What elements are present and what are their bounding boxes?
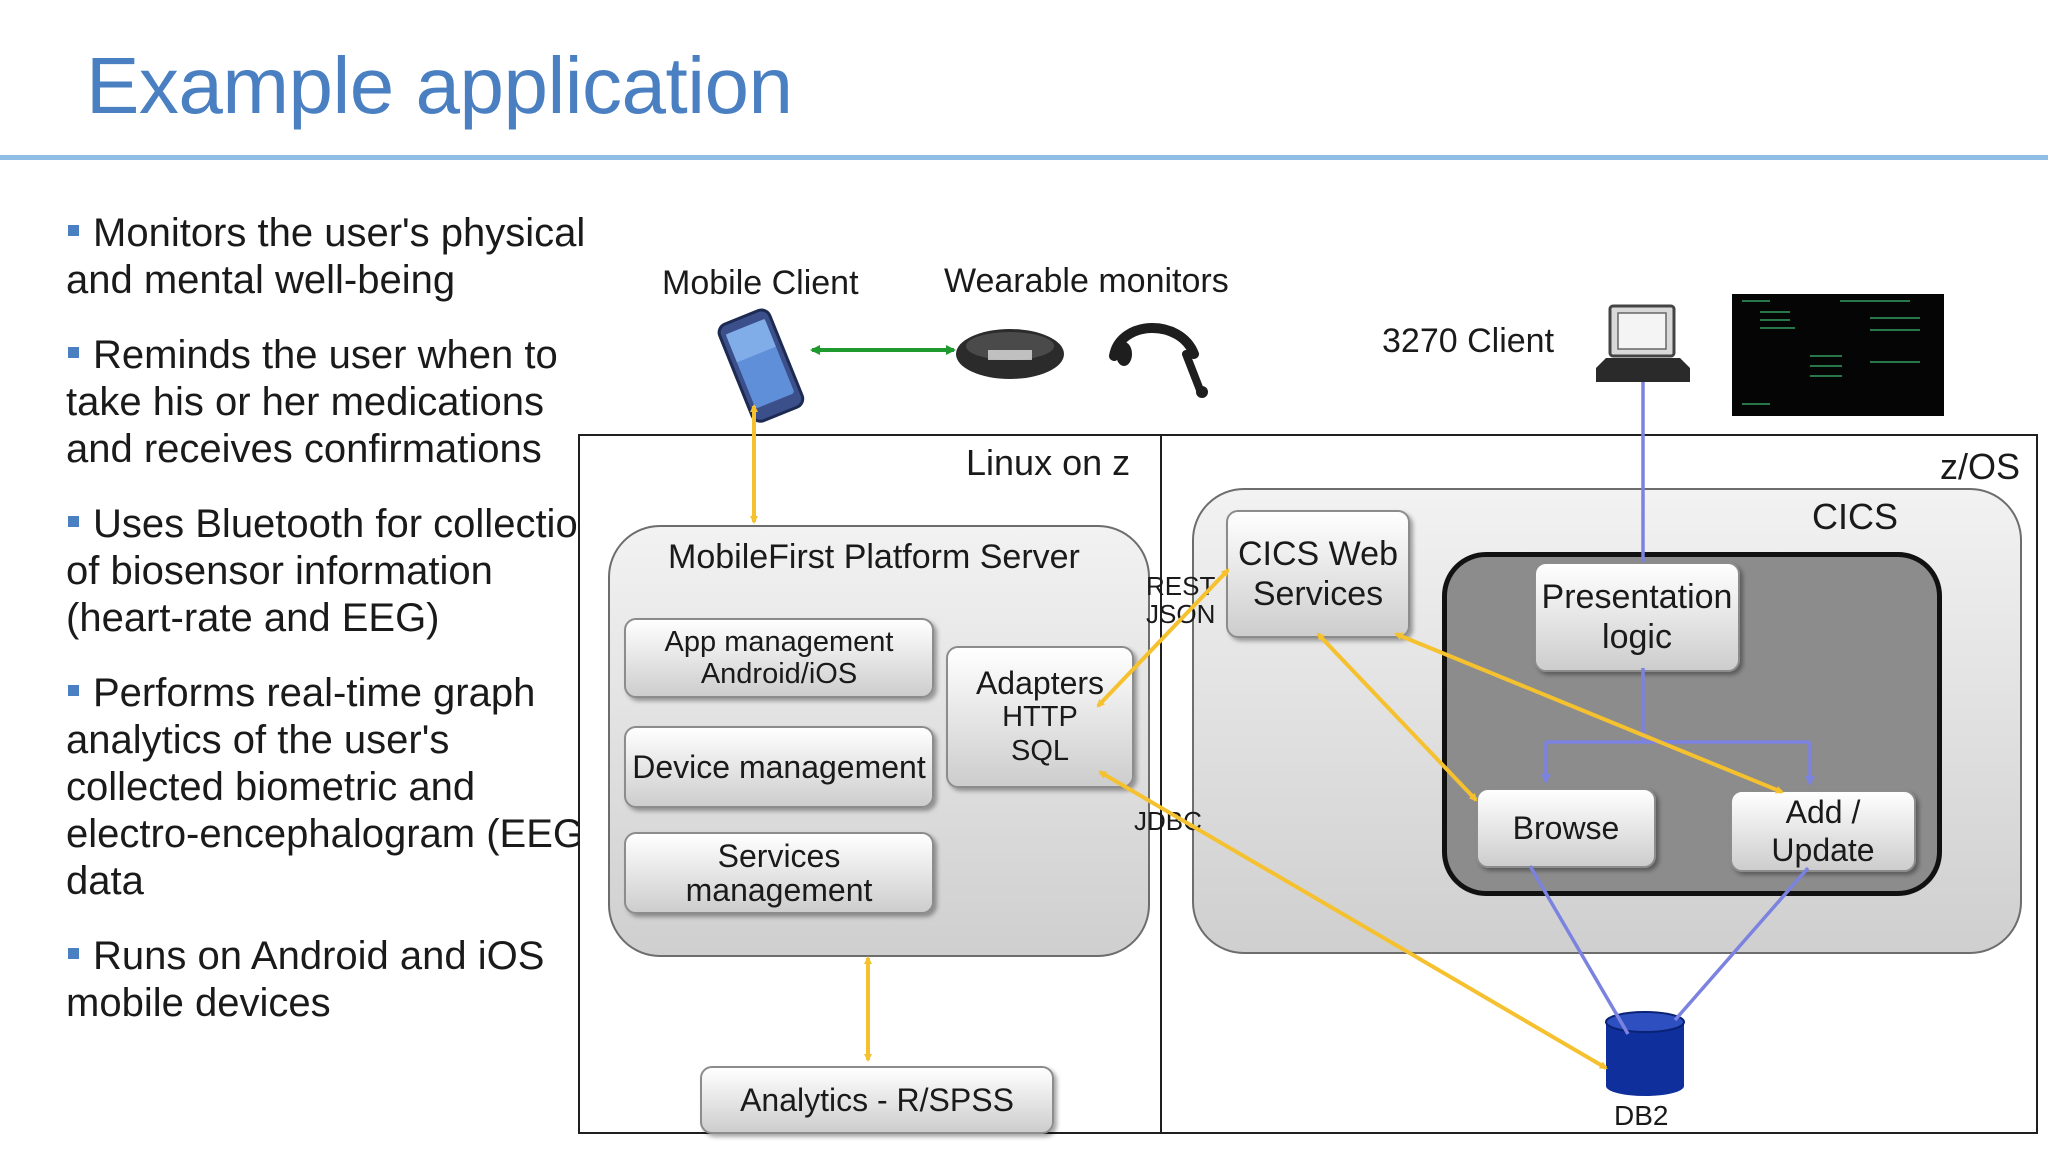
adapters-sql: SQL (1010, 735, 1070, 767)
bullet-square-icon (68, 516, 79, 528)
bullet-item: Monitors the user's physical and mental … (66, 210, 606, 304)
bullet-text: Reminds the user when to take his or her… (66, 333, 558, 471)
smartphone-icon (717, 308, 805, 423)
db2-database-icon (1605, 1011, 1685, 1096)
cics-label: CICS (1812, 496, 1899, 537)
app-management-box: App management Android/iOS (624, 618, 934, 698)
slide-title: Example application (86, 41, 793, 130)
title-divider (0, 155, 2048, 160)
bullet-square-icon (68, 685, 79, 697)
device-management-box: Device management (624, 726, 934, 808)
services-management-box: Services management (624, 832, 934, 914)
bullet-text: Uses Bluetooth for collection of biosens… (66, 502, 600, 640)
bullet-item: Reminds the user when to take his or her… (66, 332, 606, 473)
mobile-client-label: Mobile Client (662, 264, 859, 302)
bullet-item: Uses Bluetooth for collection of biosens… (66, 501, 606, 642)
bullet-item: Performs real-time graph analytics of th… (66, 670, 606, 905)
bullet-square-icon (68, 948, 79, 960)
heart-rate-monitor-icon (956, 329, 1064, 379)
mobilefirst-server-label: MobileFirst Platform Server (668, 538, 1080, 576)
eeg-headset-icon (1109, 323, 1208, 398)
bullet-square-icon (68, 347, 79, 359)
zos-label: z/OS (1940, 446, 2021, 487)
db2-label: DB2 (1614, 1100, 1669, 1131)
adapters-title: Adapters (975, 665, 1105, 701)
bullet-text: Runs on Android and iOS mobile devices (66, 934, 545, 1025)
adapters-box: Adapters HTTP SQL (946, 646, 1134, 788)
linux-on-z-label: Linux on z (966, 442, 1131, 483)
bullet-text: Monitors the user's physical and mental … (66, 211, 586, 302)
bullet-item: Runs on Android and iOS mobile devices (66, 933, 606, 1027)
add-update-box: Add / Update (1730, 790, 1916, 872)
analytics-box: Analytics - R/SPSS (700, 1066, 1054, 1134)
client-3270-label: 3270 Client (1382, 322, 1555, 360)
bullet-list: Monitors the user's physical and mental … (66, 210, 606, 1055)
laptop-icon (1596, 304, 1690, 382)
bullet-square-icon (68, 225, 79, 237)
terminal-screen-icon (1732, 294, 1944, 416)
adapters-http: HTTP (1002, 701, 1078, 733)
wearable-monitors-label: Wearable monitors (944, 262, 1229, 300)
bullet-text: Performs real-time graph analytics of th… (66, 671, 598, 903)
